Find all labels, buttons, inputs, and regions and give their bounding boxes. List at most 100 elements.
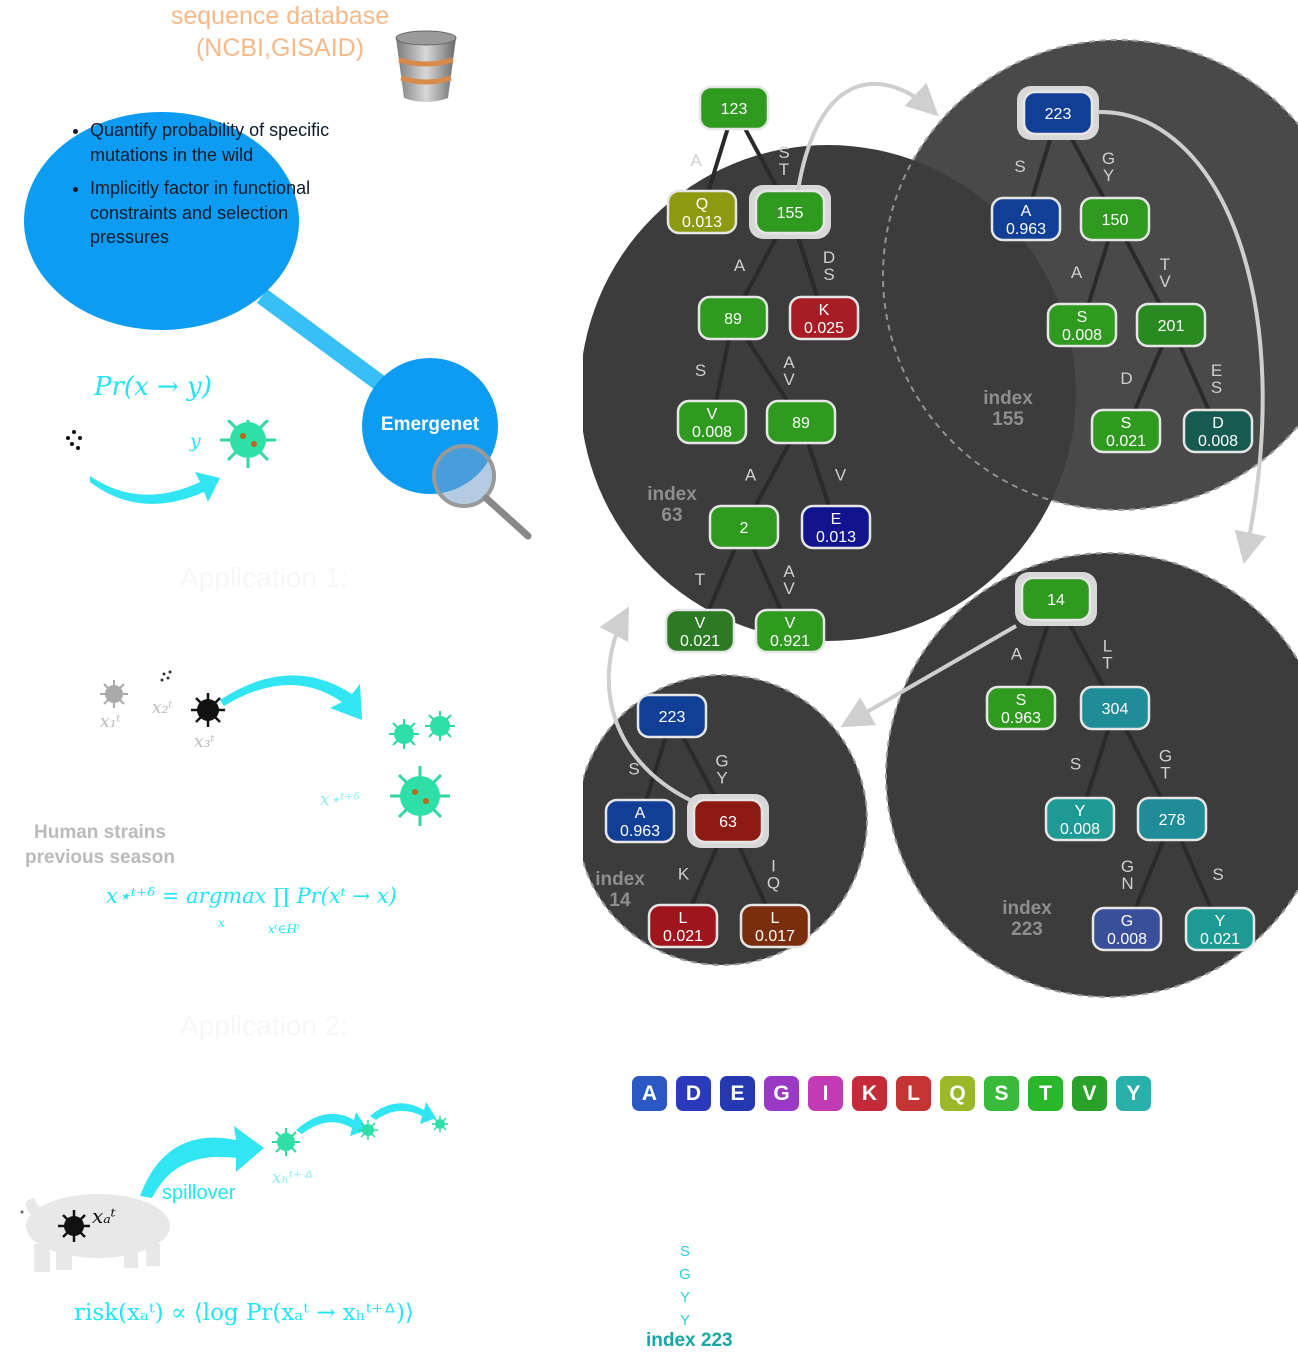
tree-node-value: 0.008 bbox=[1198, 433, 1238, 450]
edge-label: K bbox=[678, 865, 690, 884]
tree-node-label: 63 bbox=[719, 814, 737, 831]
tree-node-label: 201 bbox=[1158, 318, 1185, 335]
tree-node-value: 0.921 bbox=[770, 633, 810, 650]
tree-node-label: G bbox=[1121, 913, 1133, 930]
tree-node-value: 0.021 bbox=[1106, 433, 1146, 450]
human-virus-icon bbox=[272, 1128, 300, 1156]
edge-label: A bbox=[1011, 645, 1023, 664]
tree-node-value: 0.021 bbox=[680, 633, 720, 650]
xa-label: xₐᵗ bbox=[92, 1204, 116, 1228]
tree-node-label: Q bbox=[696, 196, 708, 213]
tree-node-value: 0.963 bbox=[1001, 710, 1041, 727]
legend-chip-v: V bbox=[1072, 1076, 1107, 1111]
tree-node-value: 0.963 bbox=[620, 823, 660, 840]
edge-label: T bbox=[695, 570, 705, 589]
tree-node-label: 123 bbox=[721, 101, 748, 118]
sequence-logo-stack: S G Y Y bbox=[676, 1240, 694, 1332]
risk-formula: risk(xₐᵗ) ∝ ⟨log Pr(xₐᵗ → xₕᵗ⁺ᐞ)⟩ bbox=[74, 1300, 414, 1326]
tree-node-label: K bbox=[819, 302, 830, 319]
tree-node-label: Y bbox=[1075, 803, 1086, 820]
legend-chip-t: T bbox=[1028, 1076, 1063, 1111]
edge-label: A bbox=[1071, 263, 1083, 282]
edge-label: V bbox=[783, 579, 795, 598]
tree-index-label: index bbox=[595, 869, 645, 890]
edge-label: V bbox=[835, 466, 847, 485]
edge-label: S bbox=[1211, 378, 1222, 397]
tree-node-label: V bbox=[785, 615, 796, 632]
tree-node-label: D bbox=[1212, 415, 1224, 432]
stack-index-label: index 223 bbox=[646, 1330, 733, 1352]
tree-index-label: 155 bbox=[992, 409, 1024, 430]
tree-node-label: S bbox=[1121, 415, 1132, 432]
legend-chip-s: S bbox=[984, 1076, 1019, 1111]
tree-node-label: 89 bbox=[792, 415, 810, 432]
legend-chip-q: Q bbox=[940, 1076, 975, 1111]
tree-node-value: 0.008 bbox=[1060, 821, 1100, 838]
edge-label: T bbox=[1102, 654, 1112, 673]
edge-label: T bbox=[779, 160, 789, 179]
spillover-label: spillover bbox=[162, 1182, 235, 1205]
tree-node-label: 304 bbox=[1102, 701, 1129, 718]
legend-chip-e: E bbox=[720, 1076, 755, 1111]
tree-node-label: L bbox=[771, 910, 780, 927]
legend-chip-g: G bbox=[764, 1076, 799, 1111]
edge-label: A bbox=[734, 256, 746, 275]
tree-node-label: A bbox=[635, 805, 646, 822]
tree-node-value: 0.008 bbox=[1107, 931, 1147, 948]
edge-label: Q bbox=[767, 874, 780, 893]
tree-index-label: 14 bbox=[609, 890, 631, 911]
edge-label: D bbox=[1120, 369, 1132, 388]
tree-node-value: 0.008 bbox=[692, 424, 732, 441]
tree-index-label: 63 bbox=[661, 505, 682, 526]
spread-virus-icon-1 bbox=[358, 1120, 378, 1140]
tree-node-value: 0.021 bbox=[1200, 931, 1240, 948]
tree-node-label: 223 bbox=[1045, 106, 1072, 123]
tree-node-label: Y bbox=[1215, 913, 1226, 930]
tree-node-label: 150 bbox=[1102, 212, 1129, 229]
tree-node-label: L bbox=[679, 910, 688, 927]
tree-node-label: S bbox=[1077, 309, 1088, 326]
tree-node-label: 14 bbox=[1047, 592, 1065, 609]
edge-label: S bbox=[1014, 157, 1025, 176]
tree-node-label: A bbox=[1021, 203, 1032, 220]
edge-label: A bbox=[690, 151, 702, 170]
stack-letter: Y bbox=[676, 1309, 694, 1332]
tree-index-label: 223 bbox=[1011, 919, 1043, 940]
tree-node-label: S bbox=[1016, 692, 1027, 709]
edge-label: S bbox=[823, 265, 834, 284]
edge-label: V bbox=[1159, 272, 1171, 291]
edge-label: V bbox=[783, 370, 795, 389]
tree-node-label: V bbox=[707, 406, 718, 423]
spread-virus-icon-2 bbox=[432, 1116, 448, 1132]
legend-chip-a: A bbox=[632, 1076, 667, 1111]
tree-node-label: 89 bbox=[724, 311, 742, 328]
edge-label: N bbox=[1121, 874, 1133, 893]
tree-node-value: 0.017 bbox=[755, 928, 795, 945]
edge-label: S bbox=[1070, 755, 1081, 774]
tree-node-label: E bbox=[831, 511, 842, 528]
legend-chip-y: Y bbox=[1116, 1076, 1151, 1111]
edge-label: A bbox=[745, 466, 757, 485]
edge-label: T bbox=[1160, 764, 1170, 783]
edge-label: S bbox=[695, 361, 706, 380]
application2-graphic bbox=[16, 1096, 466, 1276]
tree-node-value: 0.963 bbox=[1006, 221, 1046, 238]
stack-letter: S bbox=[676, 1240, 694, 1263]
tree-index-label: index bbox=[647, 484, 697, 505]
edge-label: Y bbox=[716, 769, 727, 788]
xh-label: xₕᵗ⁺ᐞ bbox=[272, 1168, 311, 1188]
tree-index-label: index bbox=[1002, 898, 1052, 919]
legend-chip-l: L bbox=[896, 1076, 931, 1111]
tree-node-label: 2 bbox=[740, 520, 749, 537]
stack-letter: Y bbox=[676, 1286, 694, 1309]
stack-letter: G bbox=[676, 1263, 694, 1286]
tree-node-value: 0.021 bbox=[663, 928, 703, 945]
tree-node-value: 0.013 bbox=[682, 214, 722, 231]
legend-chip-i: I bbox=[808, 1076, 843, 1111]
tree-node-label: 155 bbox=[777, 205, 804, 222]
tree-node-label: 278 bbox=[1159, 812, 1186, 829]
legend-chip-d: D bbox=[676, 1076, 711, 1111]
tree-node-value: 0.008 bbox=[1062, 327, 1102, 344]
